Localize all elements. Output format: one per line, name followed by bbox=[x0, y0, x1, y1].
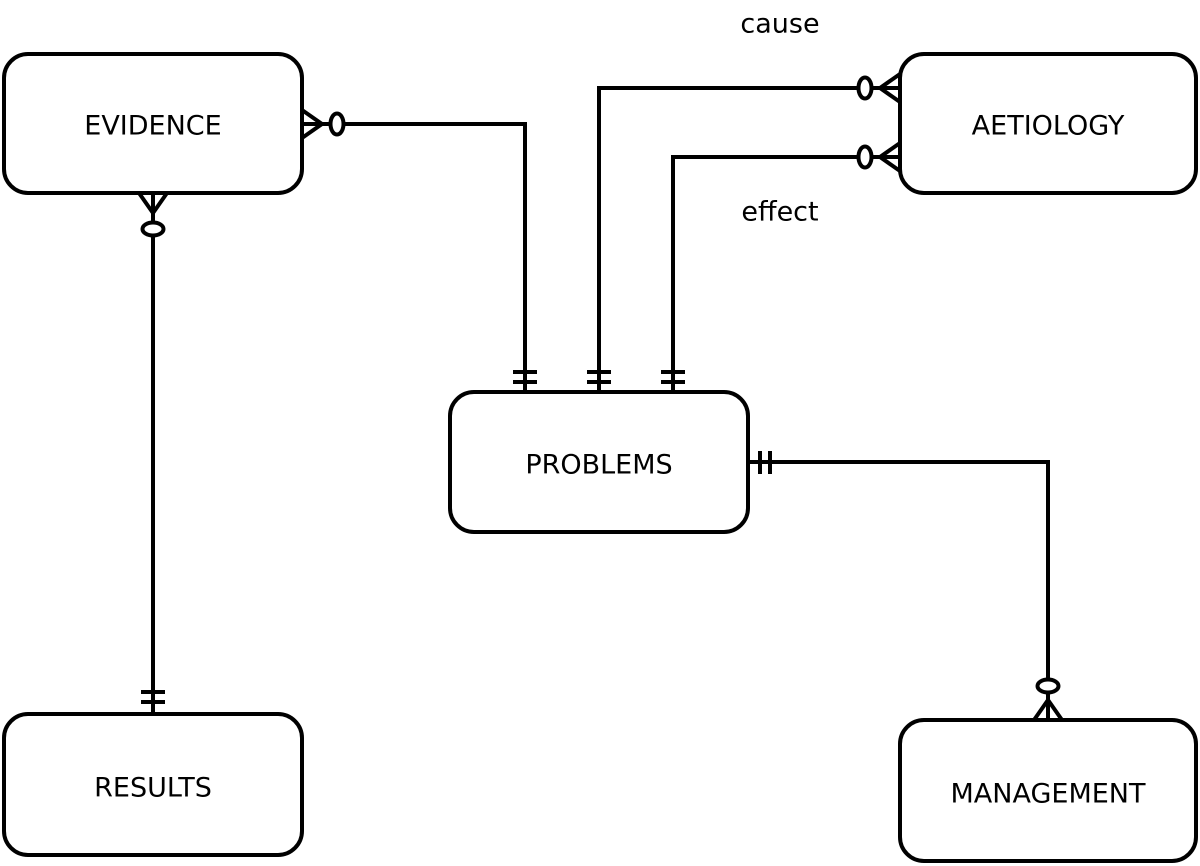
crows-foot-zero-many-aetiology-cause bbox=[856, 72, 902, 104]
entity-box bbox=[2, 712, 304, 857]
evidence-problems-connector bbox=[302, 122, 527, 392]
entity-label-problems: PROBLEMS bbox=[525, 450, 672, 481]
connectors bbox=[151, 86, 1050, 720]
entity-aetiology[interactable]: AETIOLOGY bbox=[898, 52, 1198, 195]
cardinality-markers bbox=[137, 72, 1064, 722]
relationship-label-cause: cause bbox=[740, 9, 819, 40]
entity-label-aetiology: AETIOLOGY bbox=[972, 111, 1125, 142]
entity-label-results: RESULTS bbox=[94, 773, 212, 804]
one-only-one-problems-top-evidence bbox=[513, 370, 537, 384]
one-only-one-problems-top-effect bbox=[661, 370, 685, 384]
crows-foot-zero-many-evidence-bottom bbox=[137, 191, 169, 238]
entity-results[interactable]: RESULTS bbox=[2, 712, 304, 857]
entity-evidence[interactable]: EVIDENCE bbox=[2, 52, 304, 195]
entity-box bbox=[898, 718, 1198, 863]
relationship-label-effect: effect bbox=[741, 197, 818, 228]
entity-box bbox=[898, 52, 1198, 195]
crows-foot-zero-many-management-top bbox=[1032, 677, 1064, 722]
one-only-one-problems-right bbox=[758, 451, 772, 474]
aetiology-problems-cause-connector bbox=[597, 86, 900, 392]
one-only-one-results-top bbox=[141, 690, 165, 704]
entity-box bbox=[448, 390, 750, 534]
crows-foot-zero-many-aetiology-effect bbox=[856, 141, 902, 173]
entity-label-evidence: EVIDENCE bbox=[84, 111, 221, 142]
aetiology-problems-effect-connector bbox=[671, 155, 900, 392]
entity-problems[interactable]: PROBLEMS bbox=[448, 390, 750, 534]
one-only-one-problems-top-cause bbox=[587, 370, 611, 384]
entity-management[interactable]: MANAGEMENT bbox=[898, 718, 1198, 863]
entity-label-management: MANAGEMENT bbox=[951, 779, 1146, 810]
entity-box bbox=[2, 52, 304, 195]
crows-foot-zero-many-evidence-right bbox=[300, 108, 346, 140]
problems-management-connector bbox=[748, 460, 1050, 720]
